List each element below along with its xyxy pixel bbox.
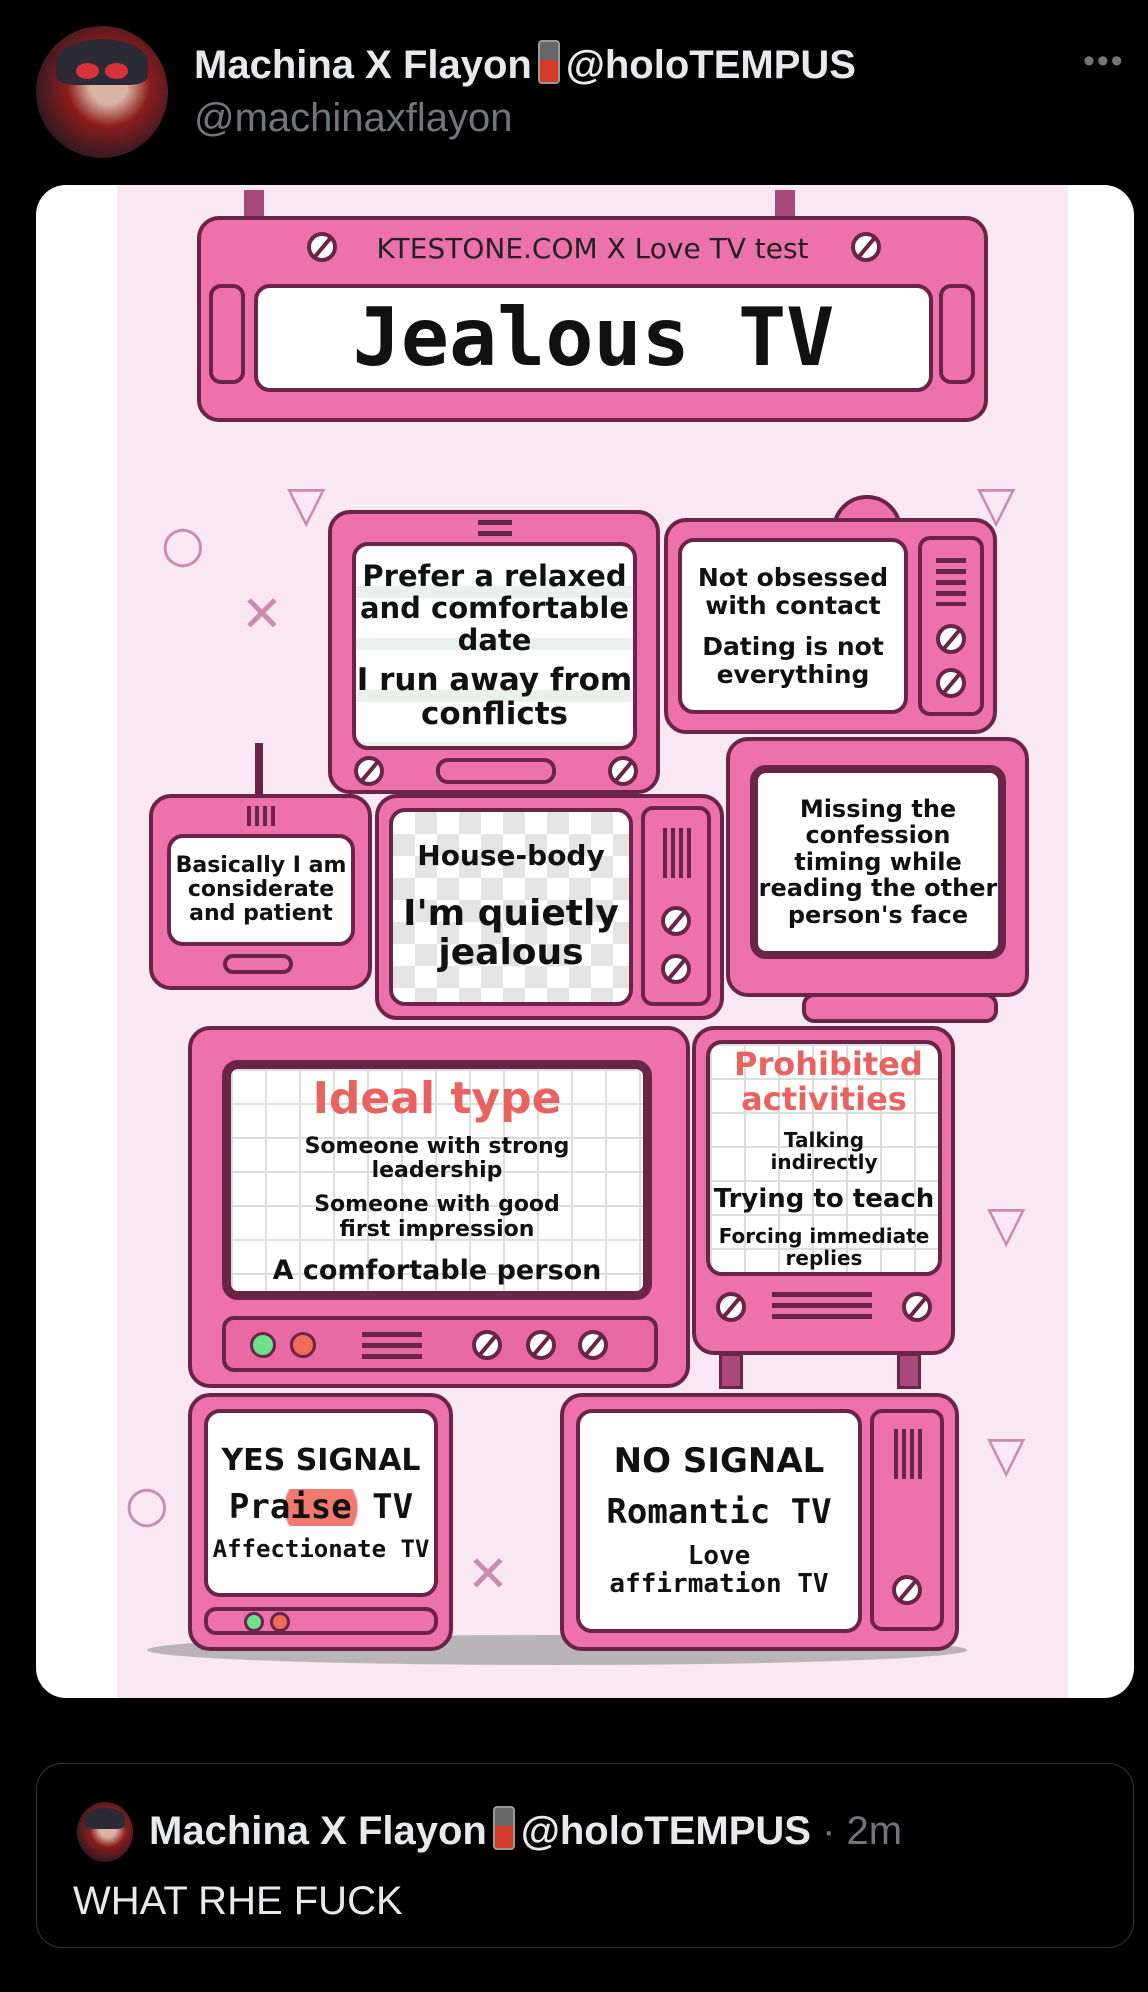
trait-text: Prefer a relaxed and comfortable date xyxy=(359,559,630,657)
prohibited-item: Talking indirectly xyxy=(770,1127,878,1174)
display-name[interactable]: Machina X Flayon xyxy=(194,43,532,87)
quoted-avatar xyxy=(77,1802,133,1862)
low-battery-emoji-icon xyxy=(537,40,560,84)
quoted-author-line: Machina X Flayon@holoTEMPUS · 2m xyxy=(149,1806,902,1854)
screen: NO SIGNAL Romantic TV Love affirmation T… xyxy=(576,1409,862,1633)
triangle-decoration-icon: ▽ xyxy=(987,1425,1026,1483)
tv-confession-timing: Missing the confession timing while read… xyxy=(726,737,1029,997)
circle-decoration-icon: ○ xyxy=(161,515,205,573)
knob-icon xyxy=(661,954,691,984)
signal-item: Affectionate TV xyxy=(212,1535,430,1563)
tv-no-signal: NO SIGNAL Romantic TV Love affirmation T… xyxy=(560,1393,959,1651)
side-panel xyxy=(870,1409,944,1631)
screen: YES SIGNAL Praise TV Affectionate TV xyxy=(204,1409,438,1597)
quoted-display-name: Machina X Flayon xyxy=(149,1809,487,1853)
tv-considerate: Basically I am considerate and patient xyxy=(149,794,372,990)
screw-icon xyxy=(354,756,384,786)
knob-icon xyxy=(661,906,691,936)
triangle-decoration-icon: ▽ xyxy=(987,1195,1026,1253)
knob-icon xyxy=(936,624,966,654)
ideal-item: Someone with strong leadership xyxy=(304,1133,570,1184)
post-image[interactable]: ○ ✕ ▽ ▽ ▽ ▽ ✕ ○ KTESTONE.COM X Love TV t… xyxy=(36,185,1134,1698)
side-panel xyxy=(918,536,984,716)
handle[interactable]: @machinaxflayon xyxy=(194,96,513,140)
screen: Prefer a relaxed and comfortable date I … xyxy=(352,542,637,750)
tv-not-obsessed: Not obsessed with contact Dating is not … xyxy=(664,518,997,734)
section-heading: NO SIGNAL xyxy=(613,1441,825,1482)
screen: Ideal type Someone with strong leadershi… xyxy=(222,1060,652,1300)
signal-item: Romantic TV xyxy=(606,1492,832,1533)
prohibited-item: Forcing immediate replies xyxy=(718,1224,930,1271)
tv-base xyxy=(802,993,998,1023)
dial-panel xyxy=(204,1607,438,1635)
side-grille xyxy=(939,284,975,384)
side-grille xyxy=(209,284,245,384)
tv-relaxed-date: Prefer a relaxed and comfortable date I … xyxy=(328,510,660,794)
screw-icon xyxy=(307,232,337,262)
trait-text: Not obsessed with contact xyxy=(697,563,889,620)
screen: Prohibited activities Talking indirectly… xyxy=(706,1040,942,1276)
dial-panel xyxy=(223,954,293,974)
trait-text: Basically I am considerate and patient xyxy=(175,852,347,927)
author-name-line[interactable]: Machina X Flayon @holoTEMPUS xyxy=(194,40,856,88)
screen: Missing the confession timing while read… xyxy=(750,765,1006,959)
x-decoration-icon: ✕ xyxy=(467,1545,509,1603)
prohibited-item: Trying to teach xyxy=(713,1183,935,1214)
tv-house-body: House-body I'm quietly jealous xyxy=(375,794,724,1020)
avatar[interactable] xyxy=(36,26,168,158)
screen: Basically I am considerate and patient xyxy=(167,834,355,946)
screen: Not obsessed with contact Dating is not … xyxy=(678,538,908,714)
dial-panel xyxy=(436,758,556,784)
title-header: KTESTONE.COM X Love TV test xyxy=(376,232,809,265)
trait-text: Missing the confession timing while read… xyxy=(758,795,998,929)
quoted-timestamp: 2m xyxy=(846,1809,903,1853)
screen: House-body I'm quietly jealous xyxy=(389,808,633,1006)
x-decoration-icon: ✕ xyxy=(241,585,283,643)
tv-leg xyxy=(719,1353,743,1389)
signal-item: Love affirmation TV xyxy=(609,1540,829,1600)
trait-text: Dating is not everything xyxy=(702,632,884,689)
ideal-item: A comfortable person xyxy=(272,1254,602,1286)
trait-text: I run away from conflicts xyxy=(356,661,633,732)
section-heading: Prohibited activities xyxy=(734,1044,923,1118)
quoted-secondary-handle: @holoTEMPUS xyxy=(520,1809,811,1853)
antenna-pole xyxy=(244,190,264,220)
title-tv: KTESTONE.COM X Love TV test Jealous TV xyxy=(197,216,988,422)
secondary-handle: @holoTEMPUS xyxy=(565,43,856,87)
tv-yes-signal: YES SIGNAL Praise TV Affectionate TV xyxy=(188,1393,453,1651)
tv-prohibited: Prohibited activities Talking indirectly… xyxy=(692,1026,955,1355)
more-dots-icon[interactable]: ••• xyxy=(1083,42,1125,80)
tv-leg xyxy=(897,1353,921,1389)
side-panel xyxy=(641,806,711,1006)
page-title: Jealous TV xyxy=(352,291,835,384)
screw-icon xyxy=(608,756,638,786)
triangle-decoration-icon: ▽ xyxy=(287,475,326,533)
knob-icon xyxy=(936,668,966,698)
section-heading: Ideal type xyxy=(312,1072,562,1124)
circle-decoration-icon: ○ xyxy=(125,1475,169,1533)
signal-item: Praise TV xyxy=(228,1486,414,1527)
ideal-item: Someone with good first impression xyxy=(314,1192,560,1242)
infographic: ○ ✕ ▽ ▽ ▽ ▽ ✕ ○ KTESTONE.COM X Love TV t… xyxy=(117,185,1068,1698)
trait-text: I'm quietly jealous xyxy=(403,892,619,974)
section-heading: YES SIGNAL xyxy=(221,1442,421,1478)
low-battery-emoji-icon xyxy=(492,1806,515,1850)
antenna-pole xyxy=(775,190,795,220)
control-panel xyxy=(222,1316,658,1372)
quoted-text: WHAT RHE FUCK xyxy=(73,1879,403,1923)
grille-icon xyxy=(478,520,512,540)
trait-text: House-body xyxy=(417,839,605,872)
tv-ideal-type: Ideal type Someone with strong leadershi… xyxy=(188,1026,690,1388)
antenna xyxy=(255,743,263,801)
title-screen: Jealous TV xyxy=(254,284,933,392)
screw-icon xyxy=(851,232,881,262)
quoted-post[interactable]: Machina X Flayon@holoTEMPUS · 2m WHAT RH… xyxy=(36,1763,1134,1948)
